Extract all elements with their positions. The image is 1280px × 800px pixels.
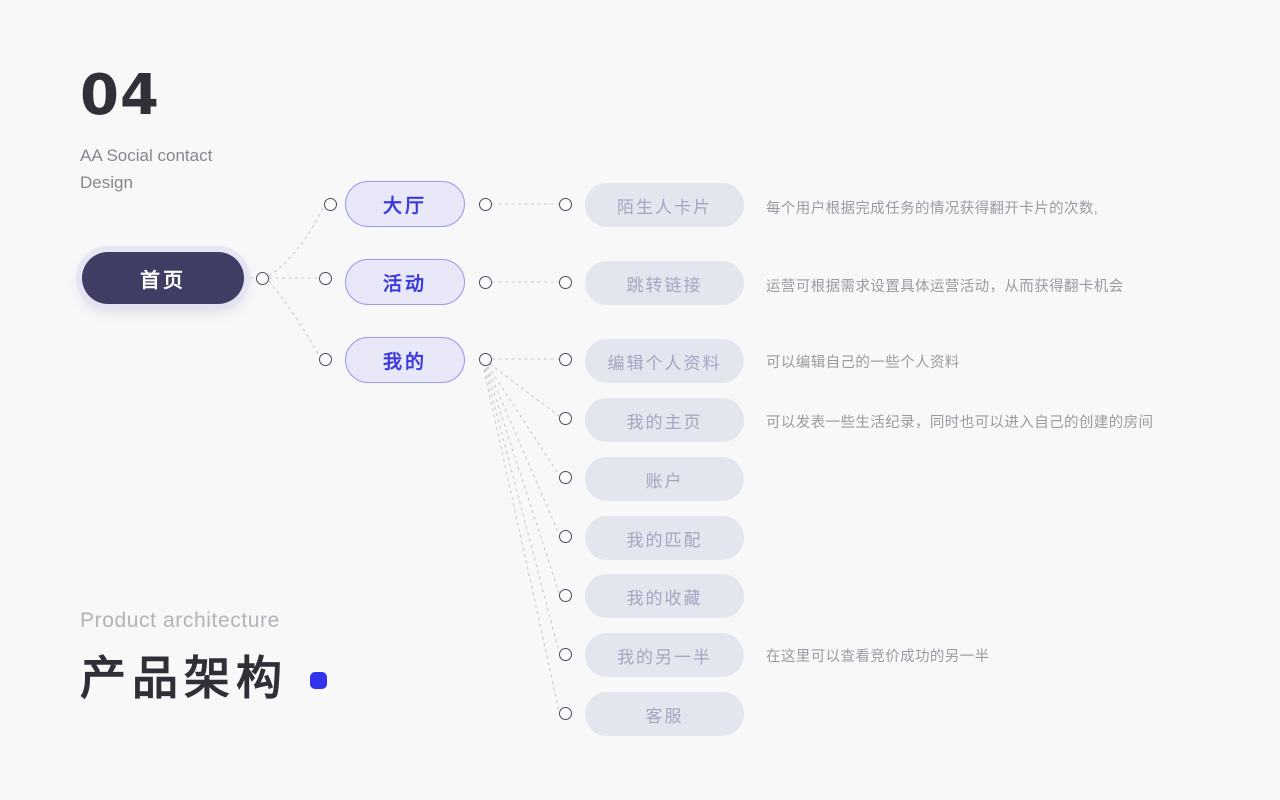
node-level2-2[interactable]: 我的 <box>345 337 465 383</box>
node-level2-0[interactable]: 大厅 <box>345 181 465 227</box>
node-level3-0[interactable]: 陌生人卡片 <box>585 183 744 227</box>
node-level3-8[interactable]: 客服 <box>585 692 744 736</box>
connector-node-l3-3 <box>559 412 572 425</box>
connector-node-l3-0 <box>559 198 572 211</box>
node-level3-1[interactable]: 跳转链接 <box>585 261 744 305</box>
connector-node-l2-in-0 <box>324 198 337 211</box>
node-home-root[interactable]: 首页 <box>82 252 244 304</box>
node-level3-7[interactable]: 我的另一半 <box>585 633 744 677</box>
connector-node-l2-in-2 <box>319 353 332 366</box>
connector-node-l3-1 <box>559 276 572 289</box>
connector-node-l3-6 <box>559 589 572 602</box>
connector-node-l3-2 <box>559 353 572 366</box>
node-level3-4[interactable]: 账户 <box>585 457 744 501</box>
connector-node-l3-8 <box>559 707 572 720</box>
connector-node-l2-out-0 <box>479 198 492 211</box>
footer-eyebrow: Product architecture <box>80 609 280 632</box>
connector-node-l3-5 <box>559 530 572 543</box>
connector-node-l3-7 <box>559 648 572 661</box>
accent-square-icon <box>310 671 327 689</box>
connector-node-l3-4 <box>559 471 572 484</box>
footer-title-row: 产品架构 <box>80 655 327 701</box>
description-1: 运营可根据需求设置具体运营活动，从而获得翻卡机会 <box>766 279 1124 295</box>
connector-node-l2-out-2 <box>479 353 492 366</box>
node-level3-2[interactable]: 编辑个人资料 <box>585 339 744 383</box>
description-3: 可以发表一些生活纪录，同时也可以进入自己的创建的房间 <box>766 415 1154 431</box>
description-0: 每个用户根据完成任务的情况获得翻开卡片的次数, <box>766 201 1099 217</box>
connector-node-l2-out-1 <box>479 276 492 289</box>
connector-node-root-hub <box>256 272 269 285</box>
section-subtitle: AA Social contact Design <box>80 146 213 192</box>
node-level3-3[interactable]: 我的主页 <box>585 398 744 442</box>
section-number: 04 <box>80 63 160 128</box>
node-level2-1[interactable]: 活动 <box>345 259 465 305</box>
connector-node-l2-in-1 <box>319 272 332 285</box>
node-level3-6[interactable]: 我的收藏 <box>585 574 744 618</box>
description-2: 可以编辑自己的一些个人资料 <box>766 355 960 371</box>
description-7: 在这里可以查看竞价成功的另一半 <box>766 649 990 665</box>
page-title: 产品架构 <box>80 652 288 704</box>
node-level3-5[interactable]: 我的匹配 <box>585 516 744 560</box>
